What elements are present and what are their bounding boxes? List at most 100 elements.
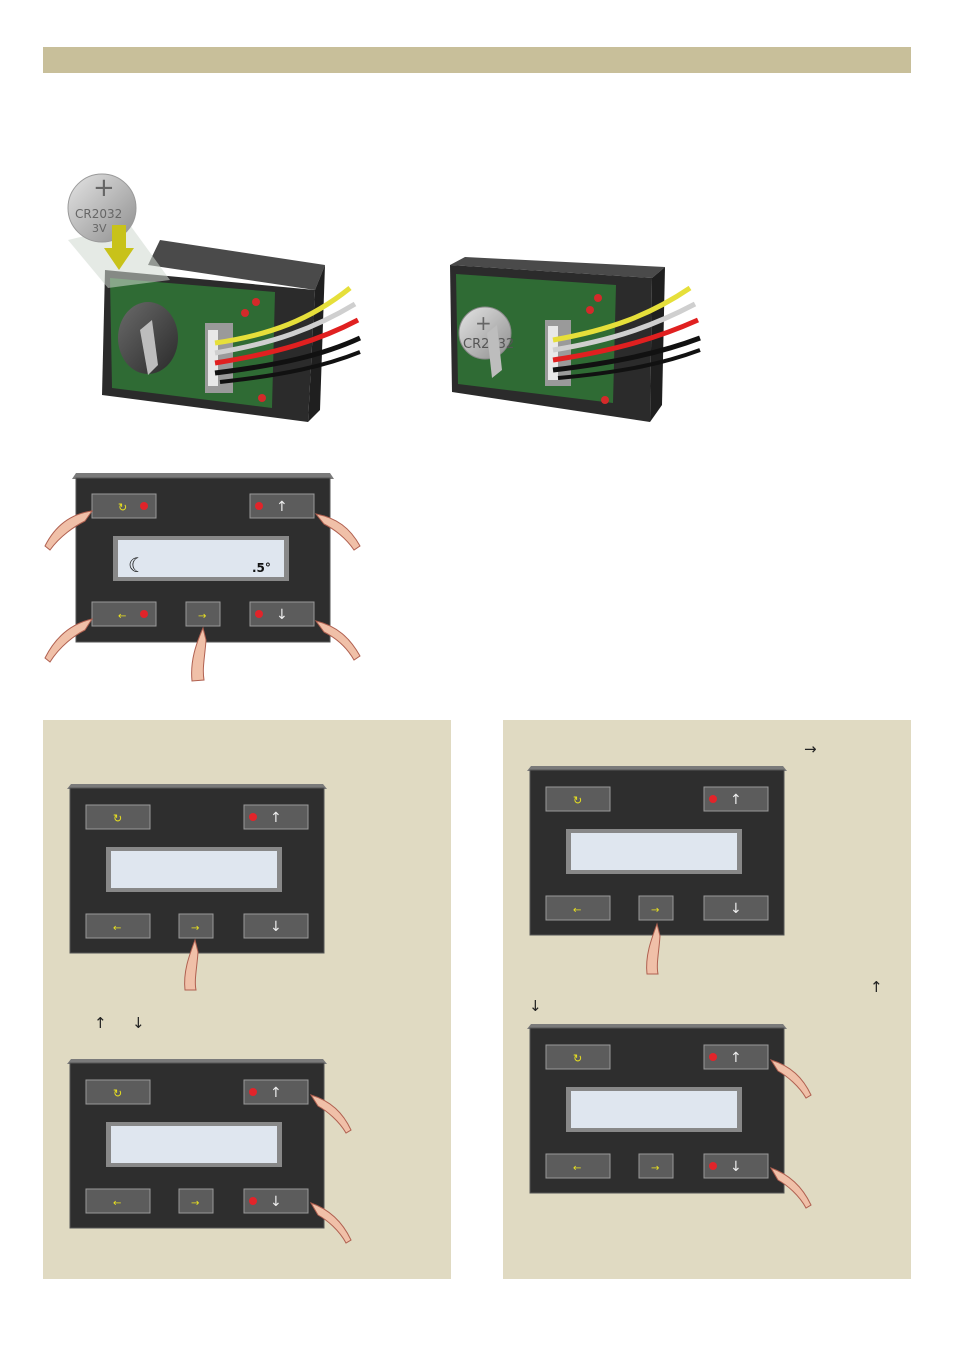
up-button[interactable]: ↑	[249, 493, 315, 519]
up-button[interactable]: ↑	[703, 786, 769, 812]
up-button[interactable]: ↑	[703, 1044, 769, 1070]
arrow-right-icon: →	[191, 1198, 199, 1209]
battery-box-open	[68, 225, 362, 422]
reset-button[interactable]: ↻	[545, 786, 611, 812]
led-icon	[140, 502, 148, 510]
right-button[interactable]: →	[178, 913, 214, 939]
arrow-up-icon: ↑	[270, 810, 282, 826]
arrow-right-icon: →	[191, 923, 199, 934]
left-button[interactable]: ←	[91, 601, 157, 627]
led-icon	[249, 1088, 257, 1096]
arrow-right-icon: →	[804, 740, 817, 758]
hand-icon	[191, 626, 207, 682]
arrow-down-icon: ↓	[730, 901, 742, 917]
arrow-up-icon: ↑	[276, 499, 288, 515]
left-panel-device-1: ↻ ↑ ← → ↓	[67, 784, 327, 991]
lcd-display	[571, 1091, 737, 1128]
down-button[interactable]: ↓	[703, 895, 769, 921]
arrow-down-icon: ↓	[529, 997, 542, 1015]
arrow-left-icon: ←	[113, 923, 121, 934]
reset-icon: ↻	[113, 1087, 122, 1100]
led-icon	[255, 502, 263, 510]
arrow-left-icon: ←	[573, 1163, 581, 1174]
reset-button[interactable]: ↻	[85, 1079, 151, 1105]
display-value: .5°	[252, 561, 271, 575]
arrow-up-icon: ↑	[270, 1085, 282, 1101]
up-button[interactable]: ↑	[243, 1079, 309, 1105]
arrow-down-icon: ↓	[276, 607, 288, 623]
led-icon	[258, 394, 266, 402]
arrow-up-icon: ↑	[730, 1050, 742, 1066]
hand-icon	[646, 922, 661, 975]
right-panel-device-2: ↻ ↑ ← → ↓	[527, 1024, 812, 1209]
arrow-down-icon: ↓	[270, 919, 282, 935]
right-panel-device-1: ↻ ↑ ← → ↓	[527, 766, 787, 975]
arrow-left-icon: ←	[118, 611, 126, 622]
right-button[interactable]: →	[178, 1188, 214, 1214]
arrow-left-icon: ←	[573, 905, 581, 916]
down-button[interactable]: ↓	[703, 1153, 769, 1179]
arrow-up-icon: ↑	[870, 978, 883, 996]
led-icon	[252, 298, 260, 306]
reset-button[interactable]: ↻	[91, 493, 157, 519]
battery-voltage-label: 3V	[92, 222, 107, 235]
left-button[interactable]: ←	[545, 895, 611, 921]
right-button[interactable]: →	[638, 895, 674, 921]
hand-icon	[769, 1167, 812, 1209]
down-button[interactable]: ↓	[243, 913, 309, 939]
hand-icon	[309, 1202, 352, 1244]
main-control-panel: ↻ ↑ ☾ .5° ← → ↓	[44, 473, 361, 682]
left-button[interactable]: ←	[85, 1188, 151, 1214]
hand-icon	[309, 1094, 352, 1134]
right-button[interactable]: →	[638, 1153, 674, 1179]
led-icon	[140, 610, 148, 618]
led-icon	[594, 294, 602, 302]
battery-illustrations: + CR2032 3V + CR2032	[67, 173, 701, 422]
lcd-display	[571, 833, 737, 870]
reset-button[interactable]: ↻	[545, 1044, 611, 1070]
arrow-up-icon: ↑	[730, 792, 742, 808]
lcd-display	[111, 851, 277, 888]
left-button[interactable]: ←	[545, 1153, 611, 1179]
reset-button[interactable]: ↻	[85, 804, 151, 830]
battery-box-closed: + CR2032	[450, 257, 701, 422]
led-icon	[241, 309, 249, 317]
led-icon	[709, 1162, 717, 1170]
arrow-down-icon: ↓	[730, 1159, 742, 1175]
arrow-right-icon: →	[651, 905, 659, 916]
arrow-down-icon: ↓	[270, 1194, 282, 1210]
down-button[interactable]: ↓	[249, 601, 315, 627]
down-button[interactable]: ↓	[243, 1188, 309, 1214]
led-icon	[249, 1197, 257, 1205]
arrow-right-icon: →	[198, 611, 206, 622]
arrow-right-icon: →	[651, 1163, 659, 1174]
hand-icon	[184, 938, 199, 991]
hand-icon	[314, 513, 361, 551]
lcd-display	[111, 1126, 277, 1163]
left-panel-device-2: ↻ ↑ ← → ↓	[67, 1059, 352, 1244]
hand-icon	[314, 620, 361, 661]
lcd-display	[118, 540, 284, 577]
section-header-bar	[43, 47, 911, 73]
led-icon	[586, 306, 594, 314]
arrow-up-icon: ↑	[94, 1014, 107, 1032]
led-icon	[255, 610, 263, 618]
moon-icon: ☾	[128, 553, 146, 577]
polarity-plus: +	[93, 173, 115, 203]
right-button[interactable]: →	[185, 601, 221, 627]
led-icon	[709, 795, 717, 803]
up-button[interactable]: ↑	[243, 804, 309, 830]
reset-icon: ↻	[573, 1052, 582, 1065]
arrow-down-icon: ↓	[132, 1014, 145, 1032]
polarity-plus: +	[475, 311, 492, 335]
insert-arrow-icon	[104, 225, 134, 270]
reset-icon: ↻	[118, 501, 127, 514]
reset-icon: ↻	[113, 812, 122, 825]
led-icon	[601, 396, 609, 404]
led-icon	[249, 813, 257, 821]
left-button[interactable]: ←	[85, 913, 151, 939]
battery-model-label: CR2032	[75, 207, 122, 221]
led-icon	[709, 1053, 717, 1061]
hand-icon	[769, 1059, 812, 1099]
hand-icon	[44, 618, 94, 663]
